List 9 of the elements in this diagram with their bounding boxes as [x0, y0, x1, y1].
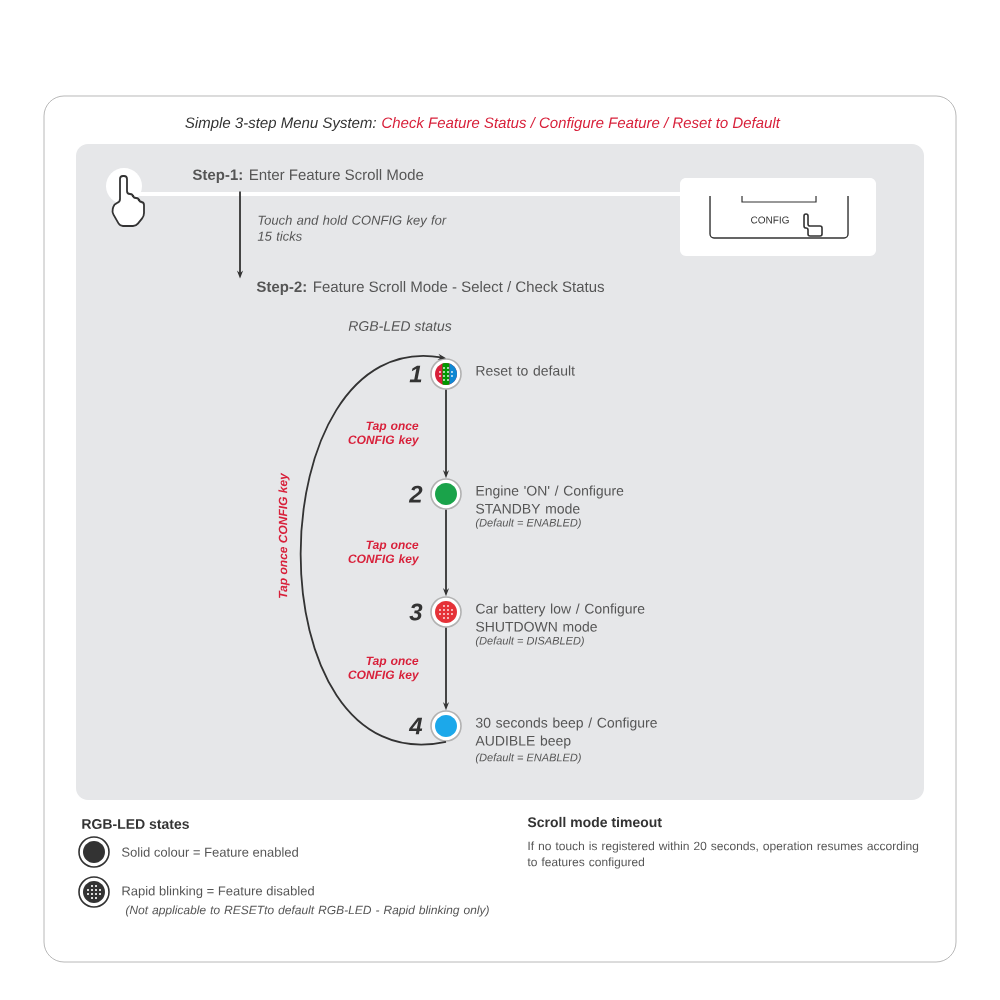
step-number: 3 [409, 603, 423, 621]
led-circle [430, 358, 462, 390]
step-number: 2 [408, 485, 423, 503]
led-circle [430, 596, 462, 628]
step-number: 1 [409, 365, 422, 383]
led-circle [430, 478, 462, 510]
step-number: 4 [408, 717, 423, 735]
led-circle [430, 710, 462, 742]
arrow [299, 353, 447, 744]
